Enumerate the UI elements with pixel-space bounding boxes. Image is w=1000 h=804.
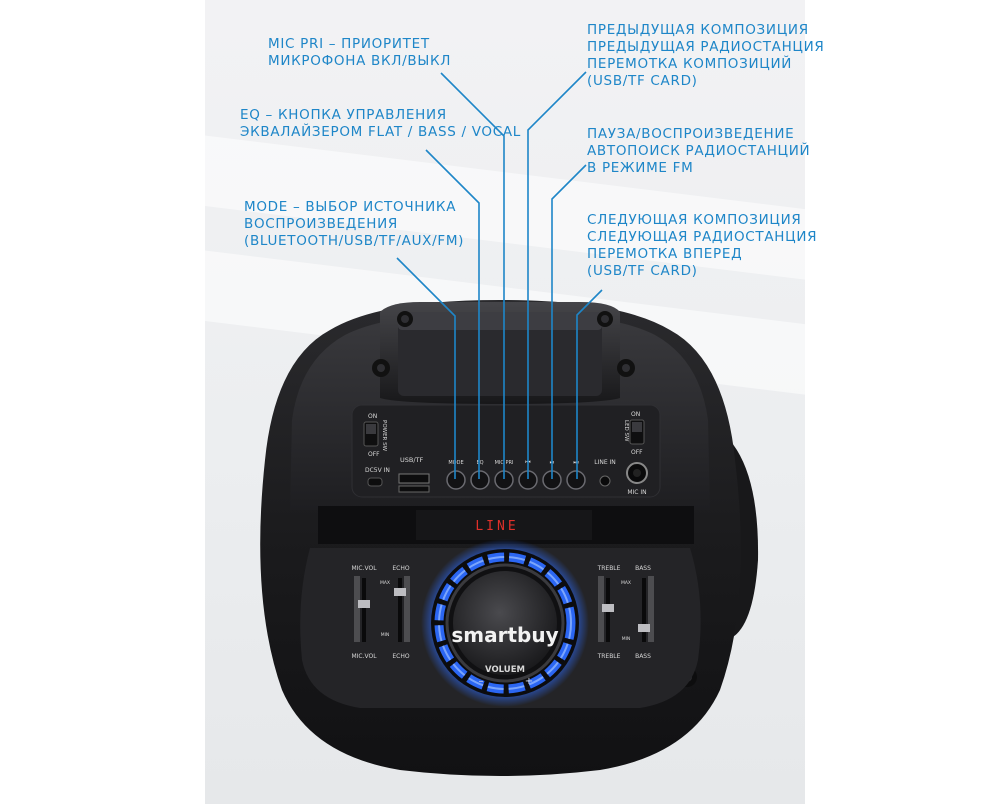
bass-label-bottom: BASS bbox=[635, 653, 651, 660]
leader-line-prev bbox=[527, 71, 587, 479]
echo-slider-track bbox=[398, 578, 402, 642]
next-button[interactable] bbox=[566, 470, 586, 490]
usb-tf-label: USB/TF bbox=[400, 456, 424, 464]
max-label-left: MAX bbox=[380, 580, 390, 586]
brand-logo: smartbuy bbox=[451, 623, 558, 647]
power-on-label: ON bbox=[368, 413, 377, 420]
callout-eq: EQ – КНОПКА УПРАВЛЕНИЯ ЭКВАЛАЙЗЕРОМ FLAT… bbox=[240, 107, 521, 141]
callout-line: (USB/TF CARD) bbox=[587, 73, 698, 89]
line-in-label: LINE IN bbox=[594, 459, 616, 466]
echo-slider[interactable] bbox=[394, 588, 406, 596]
mode-button[interactable] bbox=[446, 470, 466, 490]
power-sw-label: POWER SW bbox=[381, 420, 387, 452]
bass-slider-track bbox=[642, 578, 646, 642]
leader-line-eq bbox=[425, 149, 480, 479]
screw-icon bbox=[617, 359, 635, 377]
tf-slot[interactable] bbox=[398, 485, 430, 493]
leader-line-mic-pri bbox=[440, 72, 505, 479]
callout-line: МИКРОФОНА ВКЛ/ВЫКЛ bbox=[268, 53, 452, 69]
treble-label: TREBLE bbox=[597, 565, 621, 572]
power-switch-knob bbox=[366, 424, 376, 434]
bass-scale bbox=[648, 576, 654, 642]
callout-mode: MODE – ВЫБОР ИСТОЧНИКА ВОСПРОИЗВЕДЕНИЯ (… bbox=[244, 199, 464, 250]
callout-line: ЭКВАЛАЙЗЕРОМ FLAT / BASS / VOCAL bbox=[240, 124, 522, 140]
callout-line: EQ – КНОПКА УПРАВЛЕНИЯ bbox=[240, 107, 447, 123]
leader-line-mode bbox=[396, 257, 456, 479]
callout-play: ПАУЗА/ВОСПРОИЗВЕДЕНИЕ АВТОПОИСК РАДИОСТА… bbox=[587, 126, 810, 177]
dc-in-label: DC5V IN bbox=[365, 467, 390, 474]
treble-slider[interactable] bbox=[602, 604, 614, 612]
led-display-text: LINE bbox=[475, 519, 518, 534]
led-off-label: OFF bbox=[631, 449, 643, 456]
echo-label: ECHO bbox=[392, 565, 409, 572]
callout-mic-pri: MIC PRI – ПРИОРИТЕТ МИКРОФОНА ВКЛ/ВЫКЛ bbox=[268, 36, 451, 70]
leader-lines bbox=[396, 71, 603, 479]
dc-in-port[interactable] bbox=[367, 477, 383, 487]
mic-in-label: MIC IN bbox=[627, 489, 646, 496]
callout-line: (USB/TF CARD) bbox=[587, 263, 698, 279]
leader-line-play bbox=[551, 164, 587, 479]
blue-led-ring-highlight bbox=[438, 556, 572, 690]
handle-inner bbox=[398, 312, 602, 396]
min-label-left: MIN bbox=[381, 632, 390, 638]
bass-label: BASS bbox=[635, 565, 651, 572]
led-sw-label: LED SW bbox=[623, 420, 629, 442]
screw-icon bbox=[397, 311, 413, 327]
leader-line-next bbox=[576, 289, 603, 479]
callout-line: АВТОПОИСК РАДИОСТАНЦИЙ bbox=[587, 143, 811, 159]
callout-line: MODE – ВЫБОР ИСТОЧНИКА bbox=[244, 199, 457, 215]
mic-vol-slider-track bbox=[362, 578, 366, 642]
volume-minus: – bbox=[479, 676, 484, 687]
led-switch-knob bbox=[632, 422, 642, 432]
panel-buttons: MODE EQ MIC PRI ⏮ ⏯ ⏭ bbox=[446, 459, 586, 490]
max-label-right: MAX bbox=[621, 580, 631, 586]
screw-icon bbox=[372, 359, 390, 377]
callout-line: В РЕЖИМЕ FM bbox=[587, 160, 694, 176]
callout-line: ПЕРЕМОТКА КОМПОЗИЦИЙ bbox=[587, 56, 793, 72]
echo-label-bottom: ECHO bbox=[392, 653, 409, 660]
echo-scale bbox=[404, 576, 410, 642]
treble-scale bbox=[598, 576, 604, 642]
callout-line: ПРЕДЫДУЩАЯ РАДИОСТАНЦИЯ bbox=[587, 39, 825, 55]
eq-button-label: EQ bbox=[476, 460, 483, 466]
treble-label-bottom: TREBLE bbox=[597, 653, 621, 660]
mic-vol-label-bottom: MIC.VOL bbox=[351, 653, 377, 660]
mic-vol-label: MIC.VOL bbox=[351, 565, 377, 572]
callout-line: MIC PRI – ПРИОРИТЕТ bbox=[268, 36, 430, 52]
mic-vol-scale bbox=[354, 576, 360, 642]
callout-line: ПЕРЕМОТКА ВПЕРЕД bbox=[587, 246, 743, 262]
mic-vol-slider[interactable] bbox=[358, 600, 370, 608]
volume-label: VOLUEM bbox=[485, 665, 525, 675]
callout-line: ПРЕДЫДУЩАЯ КОМПОЗИЦИЯ bbox=[587, 22, 809, 38]
callout-line: ПАУЗА/ВОСПРОИЗВЕДЕНИЕ bbox=[587, 126, 795, 142]
power-off-label: OFF bbox=[368, 451, 380, 458]
volume-plus: + bbox=[525, 676, 533, 687]
line-in-jack[interactable] bbox=[599, 475, 611, 487]
eq-button[interactable] bbox=[470, 470, 490, 490]
volume-knob-icon[interactable] bbox=[453, 571, 557, 675]
mode-button-label: MODE bbox=[448, 460, 463, 466]
handle-highlight bbox=[398, 312, 602, 330]
callout-prev: ПРЕДЫДУЩАЯ КОМПОЗИЦИЯ ПРЕДЫДУЩАЯ РАДИОСТ… bbox=[587, 22, 825, 90]
callout-line: СЛЕДУЮЩАЯ КОМПОЗИЦИЯ bbox=[587, 212, 802, 228]
callout-line: ВОСПРОИЗВЕДЕНИЯ bbox=[244, 216, 398, 232]
callout-line: СЛЕДУЮЩАЯ РАДИОСТАНЦИЯ bbox=[587, 229, 818, 245]
min-label-right: MIN bbox=[622, 636, 631, 642]
display-window bbox=[416, 510, 592, 540]
led-on-label: ON bbox=[631, 411, 640, 418]
screw-icon bbox=[597, 311, 613, 327]
usb-port[interactable] bbox=[398, 473, 430, 484]
mic-in-jack-hole bbox=[633, 469, 641, 477]
callout-next: СЛЕДУЮЩАЯ КОМПОЗИЦИЯ СЛЕДУЮЩАЯ РАДИОСТАН… bbox=[587, 212, 817, 280]
callout-line: (BLUETOOTH/USB/TF/AUX/FM) bbox=[244, 233, 465, 249]
bass-slider[interactable] bbox=[638, 624, 650, 632]
